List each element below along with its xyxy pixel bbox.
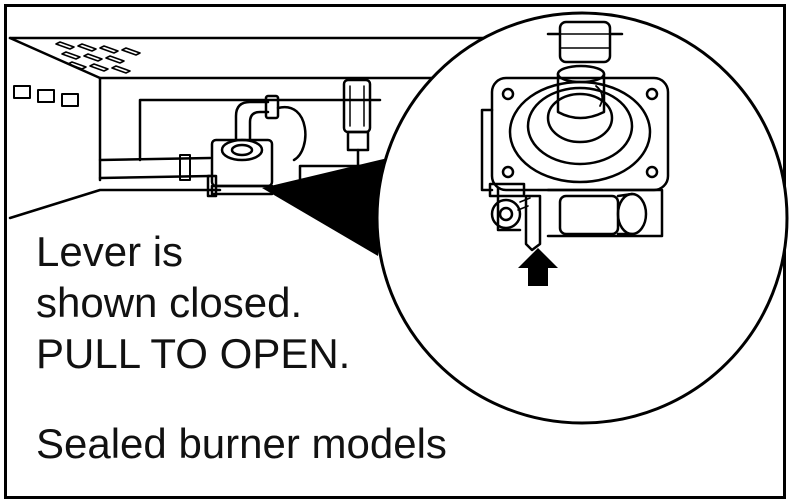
wall-openings (13, 85, 79, 107)
floor-edge (8, 188, 222, 220)
up-arrow-icon (518, 248, 558, 286)
gas-valve-icon (480, 20, 670, 238)
gas-pipe (98, 156, 212, 180)
vent-slots (55, 41, 141, 74)
pipe-coupling (179, 154, 191, 181)
valve-lever-icon (517, 194, 542, 252)
lever-instruction: Lever is shown closed. PULL TO OPEN. (36, 226, 350, 379)
small-regulator (206, 94, 307, 198)
callout-wedge (262, 158, 388, 256)
caption-line-2: shown closed. (36, 279, 303, 326)
magnifier-circle (375, 11, 789, 425)
models-caption: Sealed burner models (36, 420, 447, 467)
back-panel (138, 98, 382, 162)
caption-line-3: PULL TO OPEN. (36, 330, 351, 377)
caption-line-1: Lever is (36, 228, 184, 275)
magnified-view (375, 11, 789, 425)
